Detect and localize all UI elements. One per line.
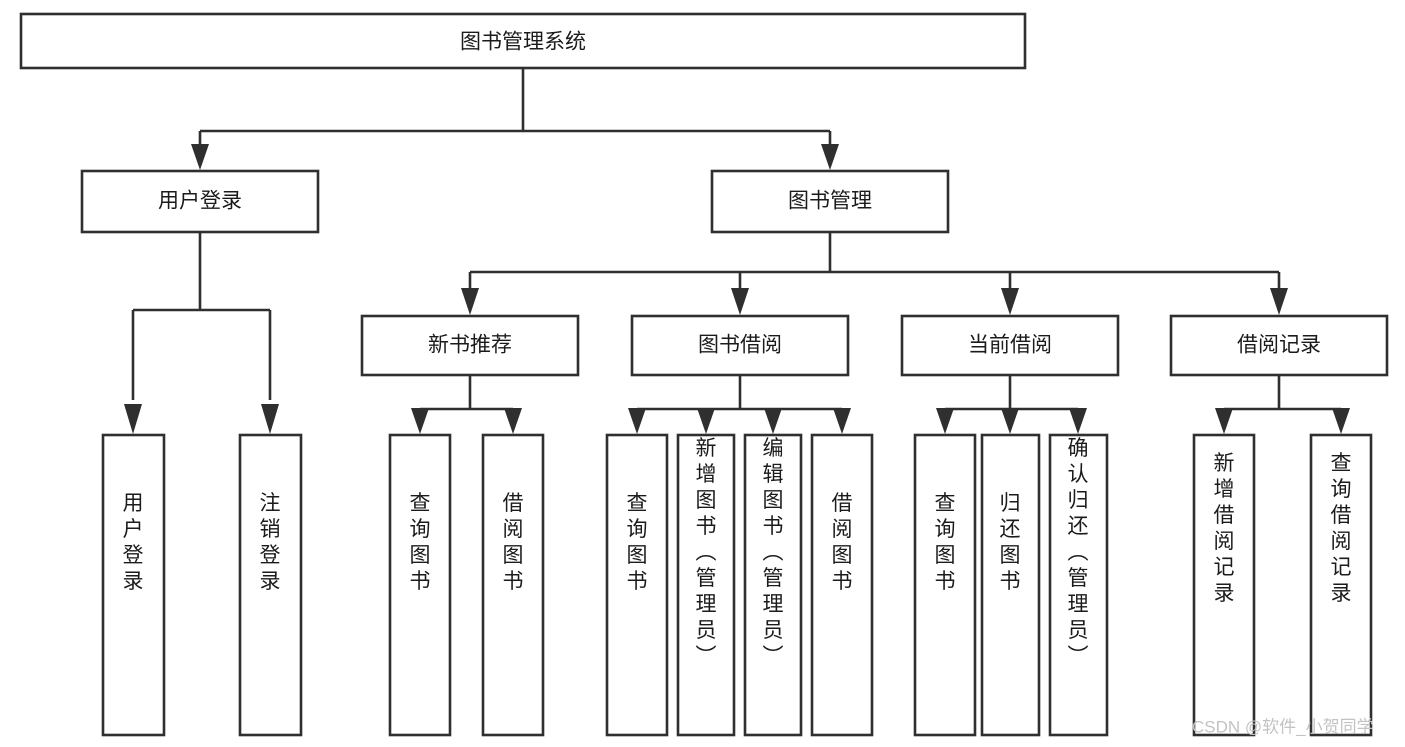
connector-layer bbox=[124, 69, 1350, 434]
node-leaf-borrow-book-nr[interactable]: 借阅图书 bbox=[481, 433, 545, 737]
node-leaf-confirm-return-admin[interactable]: 确认归还︵管理员︶ bbox=[1048, 433, 1109, 737]
node-leaf-add-borrow-record-label: 新增借阅记录 bbox=[1214, 452, 1235, 605]
node-current-borrow-label: 当前借阅 bbox=[968, 334, 1052, 357]
node-leaf-borrow-book-nr-box[interactable] bbox=[481, 433, 545, 737]
node-leaf-borrow-book-bb[interactable]: 借阅图书 bbox=[810, 433, 874, 737]
arrow-head-leaf-logout-login bbox=[261, 404, 279, 434]
node-user-login[interactable]: 用户登录 bbox=[80, 169, 320, 234]
node-current-borrow[interactable]: 当前借阅 bbox=[900, 314, 1120, 377]
node-current-borrow-box[interactable] bbox=[900, 314, 1120, 377]
arrow-head-leaf-return-book bbox=[1001, 408, 1019, 434]
node-borrow-record[interactable]: 借阅记录 bbox=[1169, 314, 1389, 377]
node-leaf-add-borrow-record-box[interactable] bbox=[1192, 433, 1256, 737]
csdn-watermark: CSDN @软件_小贺同学 bbox=[1192, 717, 1374, 736]
node-borrow-record-label: 借阅记录 bbox=[1237, 334, 1321, 357]
arrow-head-leaf-user-login bbox=[124, 404, 142, 434]
node-leaf-query-book-cb[interactable]: 查询图书 bbox=[913, 433, 977, 737]
node-leaf-logout-login-label: 注销登录 bbox=[260, 492, 281, 593]
node-leaf-logout-login-box[interactable] bbox=[238, 433, 303, 737]
node-leaf-query-book-nr-label: 查询图书 bbox=[410, 492, 431, 593]
node-leaf-add-book-admin-box[interactable] bbox=[676, 433, 736, 737]
node-leaf-edit-book-admin-label: 编辑图书︵管理员︶ bbox=[763, 437, 784, 668]
node-root[interactable]: 图书管理系统 bbox=[19, 12, 1027, 70]
arrow-head-book-borrow bbox=[731, 288, 749, 315]
node-leaf-edit-book-admin-box[interactable] bbox=[743, 433, 803, 737]
node-leaf-query-book-cb-label: 查询图书 bbox=[935, 492, 956, 593]
node-leaf-query-book-bb-label: 查询图书 bbox=[627, 492, 648, 593]
node-book-borrow[interactable]: 图书借阅 bbox=[630, 314, 850, 377]
arrow-head-leaf-query-book-nr bbox=[411, 408, 429, 434]
node-leaf-edit-book-admin[interactable]: 编辑图书︵管理员︶ bbox=[743, 433, 803, 737]
node-root-label: 图书管理系统 bbox=[460, 31, 586, 54]
node-user-login-label: 用户登录 bbox=[158, 190, 242, 213]
node-leaf-borrow-book-bb-label: 借阅图书 bbox=[832, 492, 853, 593]
node-leaf-query-book-nr-box[interactable] bbox=[388, 433, 452, 737]
node-leaf-add-book-admin[interactable]: 新增图书︵管理员︶ bbox=[676, 433, 736, 737]
node-borrow-record-box[interactable] bbox=[1169, 314, 1389, 377]
arrow-head-leaf-edit-book-admin bbox=[764, 408, 782, 434]
node-new-book-recommend-box[interactable] bbox=[360, 314, 580, 377]
arrow-head-current-borrow bbox=[1001, 288, 1019, 315]
node-leaf-user-login-label: 用户登录 bbox=[123, 492, 144, 593]
node-book-borrow-box[interactable] bbox=[630, 314, 850, 377]
arrow-head-leaf-borrow-book-bb bbox=[833, 408, 851, 434]
node-root-box[interactable] bbox=[19, 12, 1027, 70]
node-leaf-query-book-bb-box[interactable] bbox=[605, 433, 669, 737]
node-leaf-return-book[interactable]: 归还图书 bbox=[980, 433, 1041, 737]
node-leaf-confirm-return-admin-box[interactable] bbox=[1048, 433, 1109, 737]
arrow-head-leaf-query-book-bb bbox=[628, 408, 646, 434]
arrow-head-book-manage bbox=[821, 144, 839, 170]
node-leaf-user-login-box[interactable] bbox=[101, 433, 166, 737]
node-book-manage-box[interactable] bbox=[710, 169, 950, 234]
node-book-manage[interactable]: 图书管理 bbox=[710, 169, 950, 234]
node-leaf-confirm-return-admin-label: 确认归还︵管理员︶ bbox=[1068, 437, 1089, 668]
node-leaf-query-book-nr[interactable]: 查询图书 bbox=[388, 433, 452, 737]
arrow-head-leaf-add-book-admin bbox=[697, 408, 715, 434]
node-leaf-query-book-cb-box[interactable] bbox=[913, 433, 977, 737]
node-leaf-borrow-book-bb-box[interactable] bbox=[810, 433, 874, 737]
arrow-head-leaf-query-book-cb bbox=[936, 408, 954, 434]
node-user-login-box[interactable] bbox=[80, 169, 320, 234]
node-leaf-query-book-bb[interactable]: 查询图书 bbox=[605, 433, 669, 737]
node-new-book-recommend-label: 新书推荐 bbox=[428, 334, 512, 357]
arrow-head-leaf-query-borrow-record bbox=[1332, 408, 1350, 434]
node-book-manage-label: 图书管理 bbox=[788, 190, 872, 213]
arrow-head-leaf-add-borrow-record bbox=[1215, 408, 1233, 434]
node-leaf-query-borrow-record[interactable]: 查询借阅记录 bbox=[1309, 433, 1373, 737]
arrow-head-leaf-borrow-book-nr bbox=[504, 408, 522, 434]
node-new-book-recommend[interactable]: 新书推荐 bbox=[360, 314, 580, 377]
node-book-borrow-label: 图书借阅 bbox=[698, 334, 782, 357]
arrow-head-leaf-confirm-return-admin bbox=[1069, 408, 1087, 434]
node-leaf-user-login[interactable]: 用户登录 bbox=[101, 433, 166, 737]
node-leaf-return-book-box[interactable] bbox=[980, 433, 1041, 737]
arrow-head-borrow-record bbox=[1270, 288, 1288, 315]
arrow-head-user-login bbox=[191, 144, 209, 170]
node-leaf-query-borrow-record-label: 查询借阅记录 bbox=[1331, 452, 1352, 605]
node-leaf-return-book-label: 归还图书 bbox=[1000, 492, 1021, 593]
node-leaf-logout-login[interactable]: 注销登录 bbox=[238, 433, 303, 737]
node-leaf-borrow-book-nr-label: 借阅图书 bbox=[503, 492, 524, 593]
node-leaf-query-borrow-record-box[interactable] bbox=[1309, 433, 1373, 737]
node-leaf-add-book-admin-label: 新增图书︵管理员︶ bbox=[696, 437, 717, 668]
arrow-head-new-book-recommend bbox=[461, 288, 479, 315]
node-leaf-add-borrow-record[interactable]: 新增借阅记录 bbox=[1192, 433, 1256, 737]
